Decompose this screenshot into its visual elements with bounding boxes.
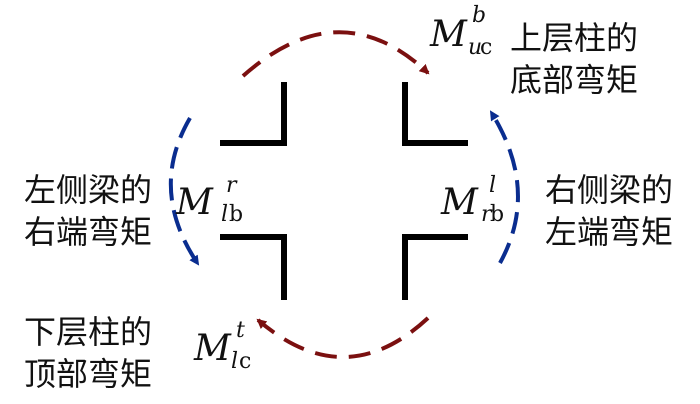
moment-symbol-lower-column: M t l c — [193, 318, 251, 374]
svg-text:r: r — [481, 202, 493, 227]
moment-symbol-right-beam: M l r b — [440, 173, 504, 227]
label-left-beam-line2: 右端弯矩 — [24, 213, 153, 251]
upper-column-moment-arrow — [241, 30, 430, 78]
lower-column-moment-arrow — [256, 316, 430, 359]
svg-text:b: b — [229, 202, 243, 227]
svg-text:t: t — [236, 318, 245, 343]
svg-text:u: u — [468, 35, 482, 60]
joint-corner-top-right — [402, 82, 468, 146]
joint-corner-bottom-right — [402, 234, 468, 300]
svg-text:M: M — [175, 182, 214, 223]
svg-text:l: l — [231, 349, 238, 374]
svg-text:l: l — [489, 173, 496, 198]
label-left-beam-line1: 左侧梁的 — [24, 171, 153, 209]
left-beam-moment-arrow — [168, 116, 200, 266]
label-lower-column-line2: 顶部弯矩 — [24, 355, 153, 393]
moment-symbol-upper-column: M b u c — [429, 3, 492, 60]
svg-text:b: b — [472, 3, 486, 28]
svg-text:l: l — [221, 202, 228, 227]
label-upper-column-line2: 底部弯矩 — [510, 61, 639, 99]
label-right-beam-line1: 右侧梁的 — [545, 171, 674, 209]
label-lower-column-line1: 下层柱的 — [24, 313, 153, 351]
svg-text:c: c — [239, 349, 251, 374]
svg-text:b: b — [490, 202, 504, 227]
svg-text:M: M — [193, 328, 232, 369]
label-upper-column-line1: 上层柱的 — [510, 19, 639, 57]
moment-symbol-left-beam: M r l b — [175, 173, 243, 227]
svg-text:M: M — [440, 182, 479, 223]
joint-corner-top-left — [220, 82, 287, 146]
label-right-beam-line2: 左端弯矩 — [545, 213, 674, 251]
svg-text:c: c — [480, 35, 492, 60]
joint-corner-bottom-left — [220, 234, 287, 300]
svg-text:M: M — [429, 14, 468, 55]
svg-text:r: r — [226, 173, 238, 198]
right-beam-moment-arrow — [489, 110, 520, 264]
